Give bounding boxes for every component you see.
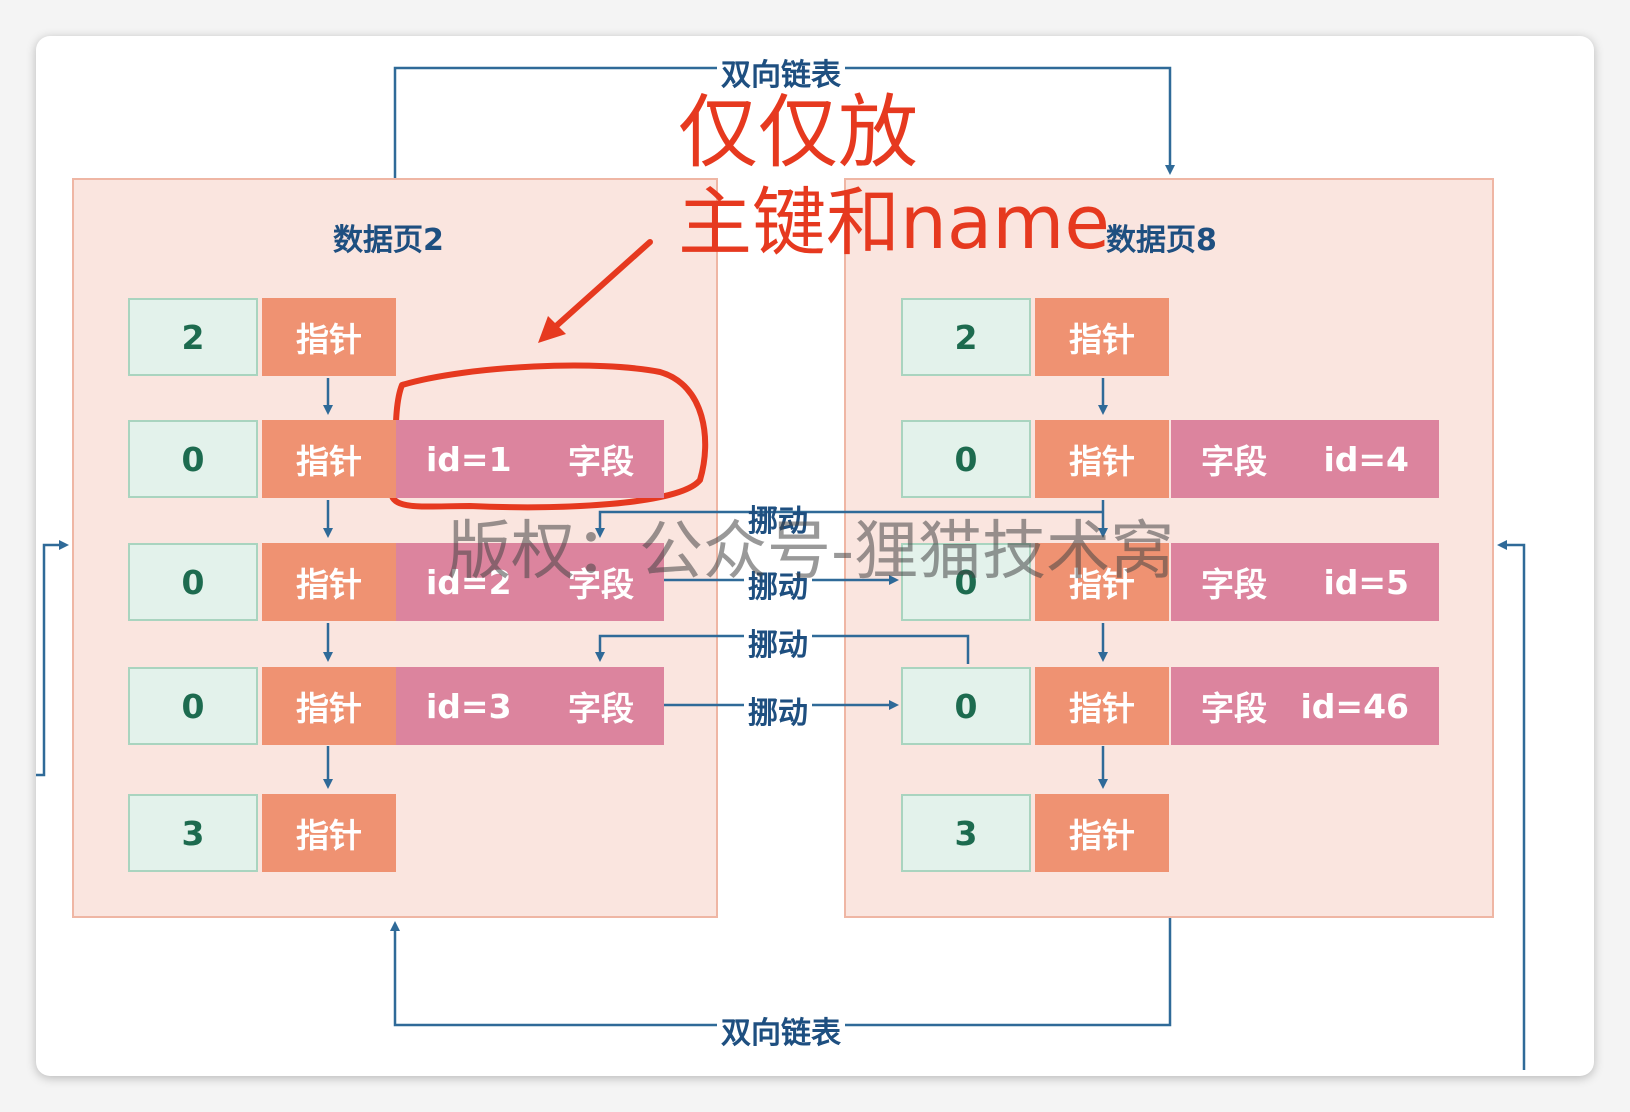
row-record: 字段 id=46 [1171,667,1439,745]
row-pointer: 指针 [1035,420,1169,498]
record-id: id=46 [1300,686,1409,726]
record-field: 字段 [568,442,634,481]
annotation-arrow-shaft [542,239,653,339]
row-key: 0 [901,543,1031,621]
page-title: 数据页8 [1106,223,1217,258]
row-pointer: 指针 [1035,298,1169,376]
move-label: 挪动 [744,620,812,664]
row-pointer: 指针 [262,667,396,745]
row-pointer: 指针 [262,420,396,498]
record-field: 字段 [1201,565,1267,604]
row-pointer: 指针 [262,543,396,621]
row-key: 0 [128,667,258,745]
row-record: 字段 id=5 [1171,543,1439,621]
row-key: 2 [901,298,1031,376]
row-record: id=1 字段 [396,420,664,498]
record-id: id=3 [426,686,512,726]
record-id: id=4 [1323,439,1409,479]
annotation-line-2: 主键和name [678,180,1110,266]
row-record: id=3 字段 [396,667,664,745]
row-key: 0 [128,420,258,498]
record-id: id=5 [1323,562,1409,602]
row-record: 字段 id=4 [1171,420,1439,498]
row-pointer: 指针 [262,794,396,872]
record-field: 字段 [568,689,634,728]
move-label: 挪动 [748,504,808,539]
row-key: 0 [128,543,258,621]
annotation-line-1: 仅仅放 [678,86,918,179]
record-id: id=2 [426,562,512,602]
watermark: 版权：公众号-狸猫技术窝 [447,515,1175,589]
row-pointer: 指针 [1035,794,1169,872]
row-pointer: 指针 [1035,667,1169,745]
row-pointer: 指针 [1035,543,1169,621]
record-id: id=1 [426,439,512,479]
row-key: 0 [901,420,1031,498]
row-key: 2 [128,298,258,376]
record-field: 字段 [568,565,634,604]
right-external-link [1497,540,1526,1070]
move-label: 挪动 [744,688,812,732]
annotation-arrowhead [538,316,566,343]
row-pointer: 指针 [262,298,396,376]
bottom-link-label: 双向链表 [717,1008,845,1052]
row-key: 3 [128,794,258,872]
page-title: 数据页2 [333,223,444,258]
left-external-link [36,540,69,777]
row-key: 0 [901,667,1031,745]
top-link-label: 双向链表 [717,50,845,94]
move-arrow-1 [595,510,1103,538]
row-key: 3 [901,794,1031,872]
record-field: 字段 [1201,442,1267,481]
row-record: id=2 字段 [396,543,664,621]
record-field: 字段 [1201,689,1267,728]
move-label: 挪动 [744,562,812,606]
